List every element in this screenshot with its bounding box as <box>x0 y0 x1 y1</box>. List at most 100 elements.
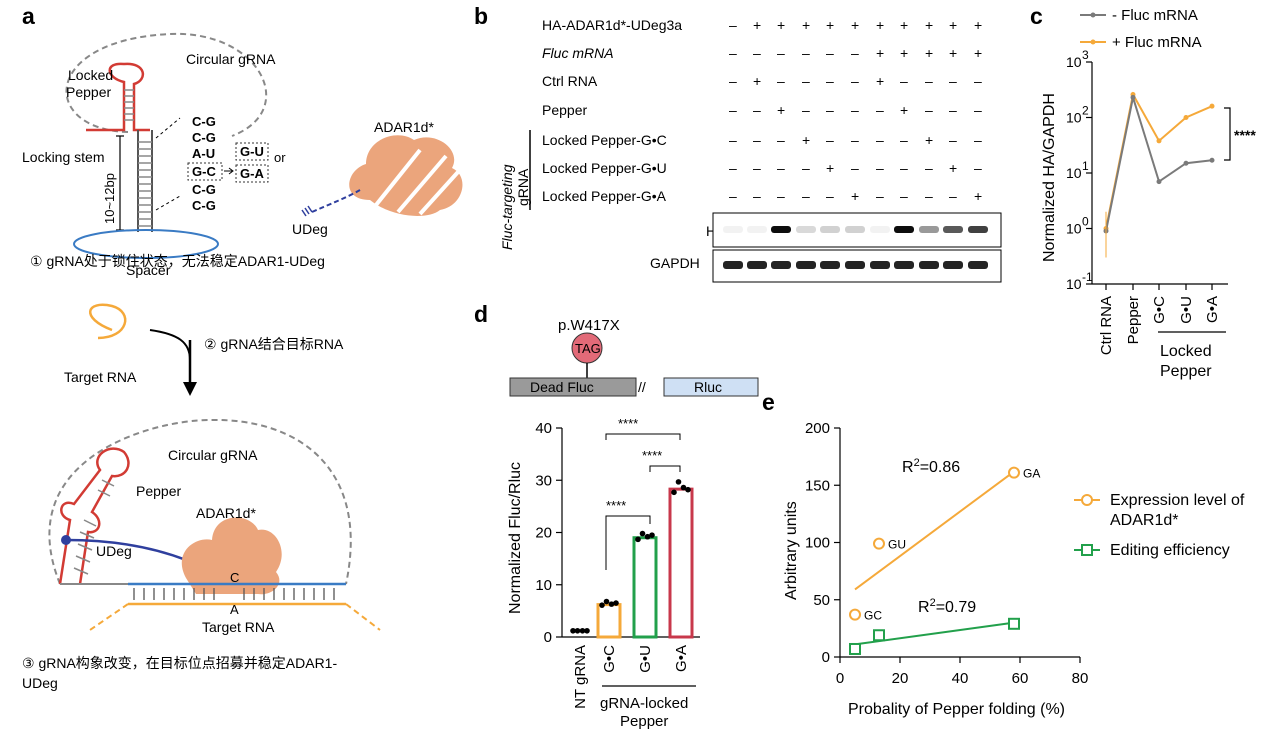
lane-mark: + <box>925 17 933 33</box>
e-xlabel: Probality of Pepper folding (%) <box>848 701 1065 718</box>
e-point-edit <box>873 629 885 642</box>
circular-grna-label-2: Circular gRNA <box>168 447 258 463</box>
c-point <box>1209 103 1215 109</box>
ha-band <box>968 226 988 233</box>
ha-band <box>894 226 914 233</box>
lane-mark: – <box>802 160 810 176</box>
gapdh-band <box>796 261 816 269</box>
d-xtick: G•U <box>637 645 654 673</box>
e-legend: Expression level of ADAR1d* Editing effi… <box>1074 492 1245 559</box>
break-mark: // <box>638 379 646 395</box>
lane-mark: – <box>777 188 785 204</box>
lane-mark: – <box>777 45 785 61</box>
c-series-line <box>1105 97 1213 232</box>
panel-e-label: e <box>762 389 775 415</box>
lane-mark: – <box>826 102 834 118</box>
legend-plus-fluc: + Fluc mRNA <box>1112 34 1202 51</box>
d-replicate <box>680 484 687 491</box>
adar-label: ADAR1d* <box>374 119 434 135</box>
lane-mark: – <box>900 73 908 89</box>
c-sig-label: **** <box>1234 127 1256 143</box>
e-point-label: GU <box>888 538 906 552</box>
d-ytick: 0 <box>544 629 552 646</box>
lane-mark: – <box>876 102 884 118</box>
blot-bands <box>723 226 988 269</box>
c-point <box>1183 160 1189 166</box>
d-replicate <box>649 532 655 538</box>
lane-mark: + <box>925 132 933 148</box>
lane-mark: – <box>729 17 737 33</box>
d-replicate <box>570 627 576 634</box>
udeg-tail <box>311 189 361 213</box>
e-ytick: 200 <box>805 420 830 437</box>
ha-band <box>820 226 840 233</box>
e-r2-edit: R2=0.79 <box>918 597 976 616</box>
adar-blob-2 <box>181 517 282 595</box>
d-sig-3: **** <box>606 498 626 513</box>
lane-mark: + <box>851 188 859 204</box>
udeg-label: UDeg <box>292 221 328 237</box>
c-ytick: 10 <box>1066 276 1082 292</box>
ha-band <box>943 226 963 233</box>
lane-mark: – <box>753 160 761 176</box>
c-xtick: G•C <box>1151 296 1168 324</box>
lane-mark: + <box>802 17 810 33</box>
e-ytick: 150 <box>805 477 830 494</box>
gapdh-band <box>870 261 890 269</box>
lane-mark: + <box>974 17 982 33</box>
lane-mark: – <box>729 45 737 61</box>
circular-grna-arc-2 <box>48 418 352 585</box>
lane-mark: – <box>851 45 859 61</box>
udeg-label-2: UDeg <box>96 543 132 559</box>
step3-caption-2: UDeg <box>22 675 58 691</box>
c-point <box>1156 179 1162 185</box>
gapdh-band <box>968 261 988 269</box>
e-point-label: GA <box>1023 467 1040 481</box>
c-point <box>1209 157 1215 163</box>
pepper-hairpin-2 <box>58 447 130 585</box>
lane-mark: – <box>826 132 834 148</box>
c-ytick-exp: 0 <box>1082 215 1089 229</box>
tag-label: TAG <box>575 341 601 356</box>
c-point <box>1130 94 1136 100</box>
adar-blob <box>349 135 463 216</box>
dead-fluc-box <box>509 377 637 397</box>
d-bar <box>596 603 622 639</box>
base-pair-list: C-G C-G A-U G-C C-G C-G <box>187 114 223 213</box>
c-xtick: G•A <box>1204 296 1221 323</box>
base-a-label: A <box>230 602 239 617</box>
spacer-label: Spacer <box>126 262 171 278</box>
lane-mark: – <box>925 102 933 118</box>
mutation-label: p.W417X <box>558 317 620 334</box>
udeg-line-2 <box>65 538 187 562</box>
pair-2: C-G <box>192 130 216 145</box>
d-plot-area <box>570 479 694 639</box>
e-xtick: 80 <box>1072 670 1089 687</box>
c-group-label-1: Locked <box>1160 343 1212 360</box>
gapdh-band <box>747 261 767 269</box>
lane-mark: – <box>777 73 785 89</box>
e-ytick: 100 <box>805 535 830 552</box>
grna-group-label-2: gRNA <box>515 168 531 206</box>
lane-mark: – <box>851 73 859 89</box>
lane-mark: – <box>925 188 933 204</box>
pepper-stem-rungs <box>124 89 134 121</box>
lane-mark: + <box>900 17 908 33</box>
c-xtick: Ctrl RNA <box>1098 296 1115 355</box>
ha-band <box>723 226 743 233</box>
e-ytick: 50 <box>813 592 830 609</box>
lane-table: HA-ADAR1d*-UDeg3a–++++++++++Fluc mRNA–––… <box>542 17 982 204</box>
duplex-rungs <box>133 588 335 600</box>
c-sig-bracket <box>1224 107 1231 161</box>
step2-caption: ② gRNA结合目标RNA <box>204 336 344 352</box>
grna-group-label-1: Fluc-targeting <box>499 164 515 250</box>
mutant-ga: G-A <box>240 166 264 181</box>
c-point <box>1156 138 1162 144</box>
e-ytick: 0 <box>822 649 830 666</box>
lane-mark: – <box>753 132 761 148</box>
